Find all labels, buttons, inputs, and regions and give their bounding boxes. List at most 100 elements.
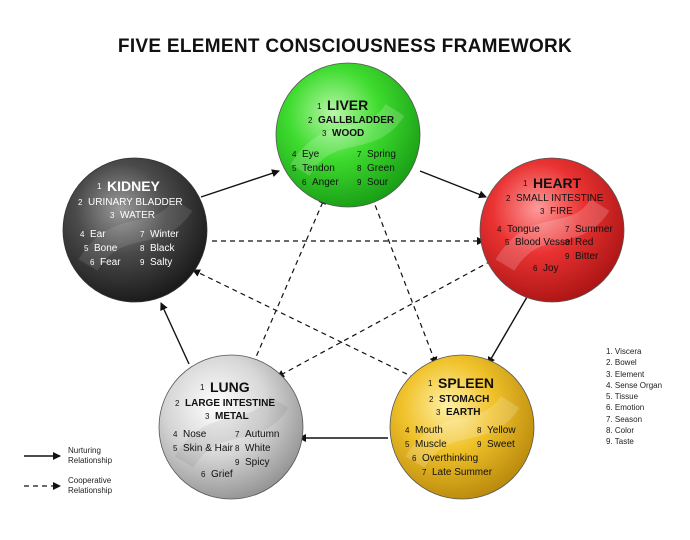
lung-color: White [245, 443, 271, 454]
arrow-lung-to-kidney [160, 302, 190, 365]
kidney-element: WATER [120, 210, 155, 221]
kidney-emotion: Fear [100, 257, 121, 268]
spleen-taste: Sweet [487, 439, 515, 450]
liver-tissue: Tendon [302, 163, 335, 174]
legend: Nurturing Relationship Cooperative Relat… [24, 446, 113, 495]
svg-text:3: 3 [322, 129, 327, 138]
arrow-lung-to-liver [252, 196, 326, 365]
svg-text:2: 2 [78, 198, 83, 207]
lung-node: 1 LUNG 2 LARGE INTESTINE 3 METAL 4 Nose … [158, 354, 304, 500]
svg-text:1: 1 [428, 379, 433, 388]
svg-text:8: 8 [477, 426, 482, 435]
kidney-viscera: KIDNEY [107, 178, 161, 194]
legend-nurturing-label: Nurturing [68, 446, 101, 455]
svg-text:1: 1 [317, 102, 322, 111]
liver-color: Green [367, 163, 395, 174]
liver-viscera: LIVER [327, 97, 368, 113]
cooperative-arrows [192, 196, 492, 379]
svg-text:5: 5 [173, 444, 178, 453]
heart-circle [479, 157, 625, 303]
svg-text:4: 4 [173, 430, 178, 439]
lung-sense-organ: Nose [183, 429, 207, 440]
spleen-element: EARTH [446, 407, 480, 418]
spleen-emotion: Overthinking [422, 453, 478, 464]
svg-text:8: 8 [357, 164, 362, 173]
lung-viscera: LUNG [210, 379, 250, 395]
svg-text:7: 7 [357, 150, 362, 159]
page-title: FIVE ELEMENT CONSCIOUSNESS FRAMEWORK [117, 36, 573, 57]
svg-text:9: 9 [235, 458, 240, 467]
svg-text:5: 5 [292, 164, 297, 173]
svg-text:1: 1 [97, 182, 102, 191]
heart-tissue: Blood Vessel [515, 237, 573, 248]
kidney-tissue: Bone [94, 243, 118, 254]
numbered-key: 1. Viscera 2. Bowel 3. Element 4. Sense … [606, 346, 662, 448]
svg-text:8: 8 [235, 444, 240, 453]
spleen-color: Yellow [487, 425, 516, 436]
svg-text:2: 2 [175, 399, 180, 408]
key-item: 4. Sense Organ [606, 380, 663, 390]
svg-text:7: 7 [422, 468, 427, 477]
heart-bowel: SMALL INTESTINE [516, 193, 604, 204]
svg-text:3: 3 [540, 207, 545, 216]
lung-season: Autumn [245, 429, 279, 440]
liver-taste: Sour [367, 177, 389, 188]
kidney-bowel: URINARY BLADDER [88, 197, 183, 208]
lung-taste: Spicy [245, 457, 269, 468]
svg-text:4: 4 [80, 230, 85, 239]
svg-text:2: 2 [506, 194, 511, 203]
svg-text:6: 6 [201, 470, 206, 479]
liver-yinyang-swirl [290, 103, 405, 177]
svg-text:8: 8 [140, 244, 145, 253]
spleen-tissue: Muscle [415, 439, 447, 450]
svg-text:7: 7 [140, 230, 145, 239]
spleen-node: 1 SPLEEN 2 STOMACH 3 EARTH 4 Mouth 5 Mus… [389, 354, 535, 500]
liver-node: 1 LIVER 2 GALLBLADDER 3 WOOD 4 Eye 5 Ten… [275, 62, 421, 208]
nurturing-arrows [160, 169, 528, 442]
lung-yinyang-swirl [174, 395, 289, 469]
legend-cooperative-label: Cooperative [68, 476, 112, 485]
heart-color: Red [575, 237, 593, 248]
svg-text:2: 2 [429, 395, 434, 404]
liver-season: Spring [367, 149, 396, 160]
key-item: 2. Bowel [606, 358, 637, 368]
svg-text:7: 7 [235, 430, 240, 439]
arrow-heart-to-lung [276, 260, 492, 378]
svg-text:9: 9 [357, 178, 362, 187]
lung-bowel: LARGE INTESTINE [185, 398, 275, 409]
heart-sense-organ: Tongue [507, 224, 540, 235]
svg-text:1: 1 [523, 179, 528, 188]
kidney-circle [62, 157, 208, 303]
liver-bowel: GALLBLADDER [318, 115, 395, 126]
svg-text:5: 5 [405, 440, 410, 449]
key-item: 7. Season [606, 414, 643, 424]
svg-text:9: 9 [477, 440, 482, 449]
svg-text:3: 3 [110, 211, 115, 220]
svg-text:7: 7 [565, 225, 570, 234]
lung-emotion: Grief [211, 469, 233, 480]
svg-text:2: 2 [308, 116, 313, 125]
legend-cooperative-label-2: Relationship [68, 486, 113, 495]
spleen-viscera: SPLEEN [438, 375, 494, 391]
svg-text:4: 4 [497, 225, 502, 234]
svg-text:5: 5 [84, 244, 89, 253]
spleen-season: Late Summer [432, 467, 493, 478]
heart-node: 1 HEART 2 SMALL INTESTINE 3 FIRE 4 Tongu… [479, 157, 625, 303]
heart-element: FIRE [550, 206, 573, 217]
svg-text:6: 6 [90, 258, 95, 267]
kidney-color: Black [150, 243, 175, 254]
spleen-circle [389, 354, 535, 500]
svg-text:3: 3 [205, 412, 210, 421]
lung-circle [158, 354, 304, 500]
svg-text:6: 6 [302, 178, 307, 187]
key-item: 8. Color [606, 426, 635, 436]
lung-element: METAL [215, 411, 249, 422]
heart-emotion: Joy [543, 263, 559, 274]
svg-text:3: 3 [436, 408, 441, 417]
arrow-liver-to-spleen [371, 196, 438, 365]
key-item: 3. Element [606, 369, 645, 379]
liver-sense-organ: Eye [302, 149, 320, 160]
svg-text:1: 1 [200, 383, 205, 392]
kidney-yinyang-swirl [78, 198, 193, 272]
